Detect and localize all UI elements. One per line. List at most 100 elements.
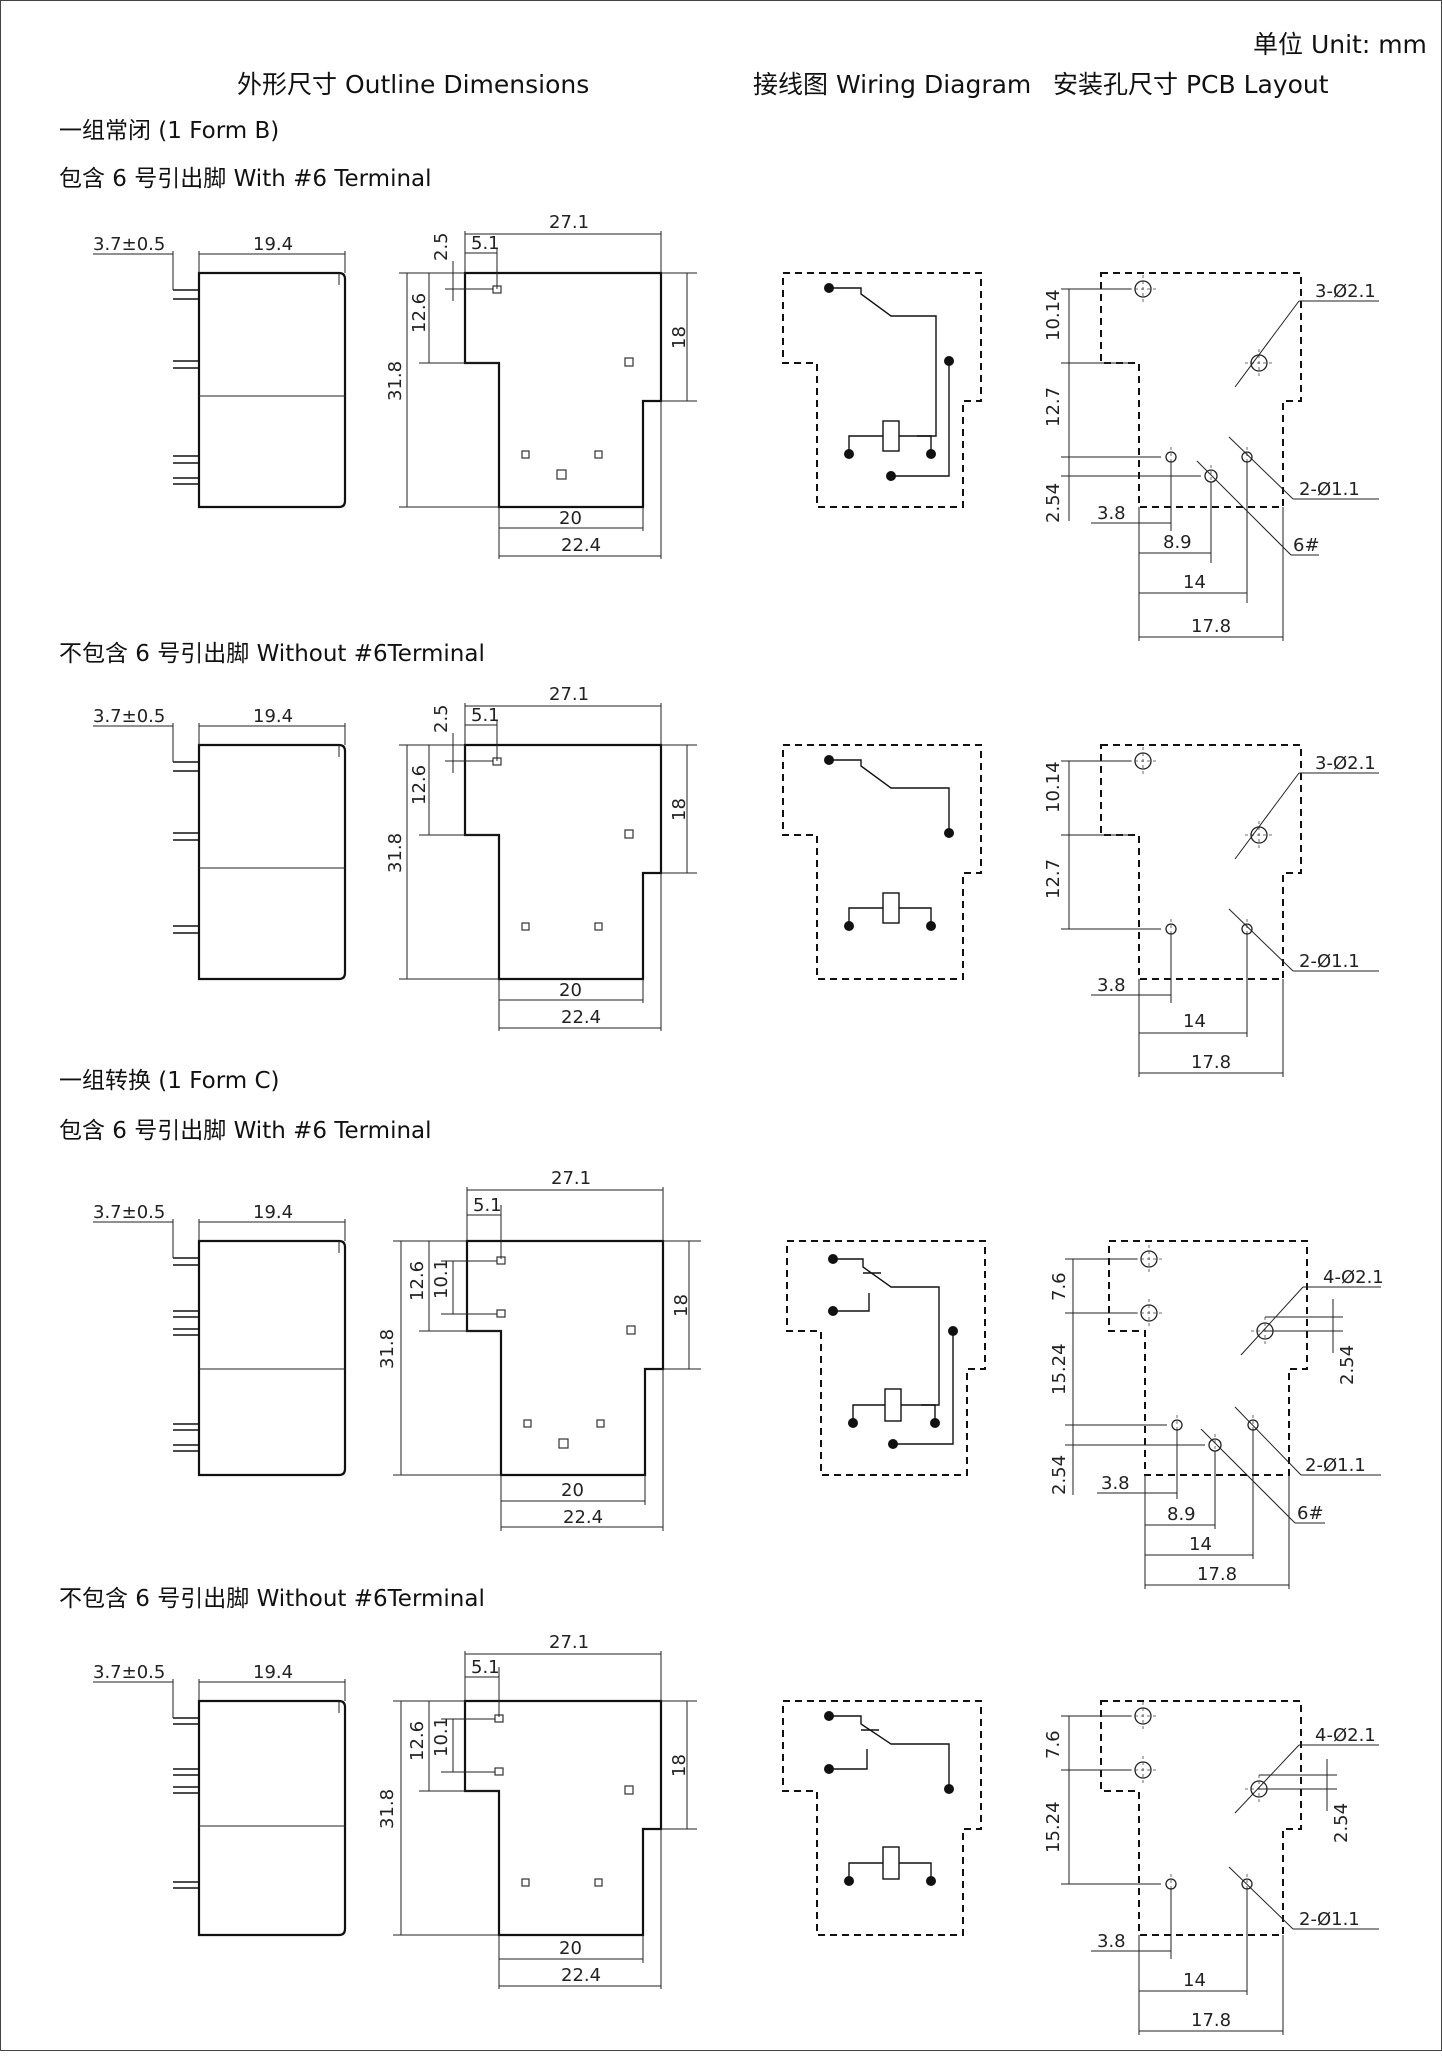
side-view-drawing: 3.7±0.5 19.4 [93,234,347,509]
dim-base-width: 20 [559,1938,582,1959]
dim-pcb-h3: 14 [1183,572,1206,593]
dim-pcb-v2: 15.24 [1049,1343,1070,1395]
big-holes-callout: 4-Ø2.1 [1315,1725,1376,1746]
dim-pcb-h3: 14 [1183,1011,1206,1032]
dim-step-height: 12.6 [409,765,430,805]
drawing-row: 3.7±0.5 19.4 27.1 5.1 10.1 12.6 31.8 [93,1168,1384,1589]
dim-pin-gap: 10.1 [431,1717,452,1757]
dim-base-width: 20 [559,980,582,1001]
dim-right-height: 18 [669,1754,690,1777]
dim-pcb-v1: 7.6 [1043,1730,1064,1759]
dim-step-height: 12.6 [407,1721,428,1761]
side-width-label: 19.4 [253,1662,293,1683]
dim-pcb-v3: 2.54 [1043,483,1064,523]
dim-pcb-h2: 8.9 [1163,532,1192,553]
pcb-layout-drawing: 10.14 12.7 3-Ø2.1 2-Ø1.1 3.8 14 17.8 [1043,744,1379,1077]
dim-total-height: 31.8 [385,361,406,401]
small-holes-callout: 2-Ø1.1 [1299,951,1360,972]
wiring-diagram [782,1700,982,1936]
header-outline-dimensions: 外形尺寸 Outline Dimensions [237,70,590,99]
dim-pcb-v2: 12.7 [1043,859,1064,899]
dim-pcb-h4: 17.8 [1197,1564,1237,1585]
dim-top-width: 27.1 [549,1632,589,1653]
dim-pcb-v2: 15.24 [1043,1801,1064,1853]
dim-pcb-h3: 14 [1189,1534,1212,1555]
dim-offset: 2.5 [431,704,452,733]
block-label: 不包含 6 号引出脚 Without #6Terminal [59,641,485,667]
side-view-drawing: 3.7±0.5 19.4 [93,706,347,981]
dim-tab-width: 5.1 [471,705,500,726]
dim-side-pitch: 2.54 [1337,1345,1358,1385]
dim-pcb-h3: 14 [1183,1970,1206,1991]
dim-step-height: 12.6 [409,293,430,333]
lead-length-label: 3.7±0.5 [93,706,165,727]
dim-right-height: 18 [669,798,690,821]
dim-top-width: 27.1 [549,684,589,705]
dim-pcb-h1: 3.8 [1097,975,1126,996]
dim-pcb-h1: 3.8 [1097,1931,1126,1952]
dim-base-total: 22.4 [561,1965,601,1986]
dim-offset: 2.5 [431,232,452,261]
side-view-drawing: 3.7±0.5 19.4 [93,1202,347,1477]
dim-pcb-h4: 17.8 [1191,616,1231,637]
dim-base-total: 22.4 [563,1507,603,1528]
drawing-row: 3.7±0.5 19.4 27.1 5.1 10.1 12.6 31.8 [93,1632,1379,2035]
drawing-row: 3.7±0.5 19.4 27.1 5.1 2.5 12.6 31.8 18 [93,684,1379,1077]
dim-base-total: 22.4 [561,1007,601,1028]
dim-tab-width: 5.1 [473,1195,502,1216]
dim-right-height: 18 [671,1294,692,1317]
pin6-callout: 6# [1293,535,1320,556]
header-wiring-diagram: 接线图 Wiring Diagram [753,70,1032,99]
dim-pcb-h2: 8.9 [1167,1504,1196,1525]
outline-view-drawing: 27.1 5.1 2.5 12.6 31.8 18 20 22.4 [385,684,697,1031]
dim-pcb-h1: 3.8 [1101,1473,1130,1494]
group-title-1-form-b: 一组常闭 (1 Form B) [59,118,280,144]
dim-base-width: 20 [561,1480,584,1501]
dim-total-height: 31.8 [377,1329,398,1369]
side-width-label: 19.4 [253,706,293,727]
pcb-layout-drawing: 10.14 12.7 2.54 3-Ø2.1 2-Ø1.1 6# 3.8 8.9… [1043,272,1379,641]
dim-top-width: 27.1 [549,212,589,233]
pcb-layout-drawing: 7.6 15.24 2.54 4-Ø2.1 2-Ø1.1 3.8 14 17.8 [1043,1700,1379,2035]
dim-pcb-v3: 2.54 [1049,1455,1070,1495]
dim-pcb-v1: 10.14 [1043,289,1064,341]
wiring-diagram [782,272,982,508]
side-view-drawing: 3.7±0.5 19.4 [93,1662,347,1937]
dim-pcb-h4: 17.8 [1191,2010,1231,2031]
wiring-diagram [782,744,982,980]
big-holes-callout: 3-Ø2.1 [1315,753,1376,774]
lead-length-label: 3.7±0.5 [93,234,165,255]
small-holes-callout: 2-Ø1.1 [1299,1909,1360,1930]
dim-pcb-h1: 3.8 [1097,503,1126,524]
dim-pcb-v1: 10.14 [1043,761,1064,813]
unit-label: 单位 Unit: mm [1253,30,1427,59]
wiring-diagram [786,1240,986,1476]
lead-length-label: 3.7±0.5 [93,1662,165,1683]
drawing-row: 3.7±0.5 19.4 27.1 5.1 2.5 12.6 31.8 [93,212,1379,641]
pcb-layout-drawing: 7.6 15.24 2.54 2.54 4-Ø2.1 2-Ø1.1 6# 3.8… [1049,1240,1384,1589]
dim-top-width: 27.1 [551,1168,591,1189]
big-holes-callout: 4-Ø2.1 [1323,1267,1384,1288]
dim-step-height: 12.6 [407,1261,428,1301]
dim-total-height: 31.8 [385,833,406,873]
dim-pcb-v1: 7.6 [1049,1272,1070,1301]
dim-pcb-v2: 12.7 [1043,387,1064,427]
side-width-label: 19.4 [253,1202,293,1223]
big-holes-callout: 3-Ø2.1 [1315,281,1376,302]
dim-right-height: 18 [669,326,690,349]
dim-tab-width: 5.1 [471,1657,500,1678]
header-pcb-layout: 安装孔尺寸 PCB Layout [1053,70,1329,99]
pin6-callout: 6# [1297,1503,1324,1524]
dim-total-height: 31.8 [377,1789,398,1829]
dim-base-total: 22.4 [561,535,601,556]
block-label: 包含 6 号引出脚 With #6 Terminal [59,166,432,192]
dim-pcb-h4: 17.8 [1191,1052,1231,1073]
dim-tab-width: 5.1 [471,233,500,254]
dim-side-pitch: 2.54 [1331,1803,1352,1843]
side-width-label: 19.4 [253,234,293,255]
small-holes-callout: 2-Ø1.1 [1305,1455,1366,1476]
block-label: 包含 6 号引出脚 With #6 Terminal [59,1118,432,1144]
lead-length-label: 3.7±0.5 [93,1202,165,1223]
outline-view-drawing: 27.1 5.1 2.5 12.6 31.8 18 20 22.4 [385,212,697,559]
small-holes-callout: 2-Ø1.1 [1299,479,1360,500]
